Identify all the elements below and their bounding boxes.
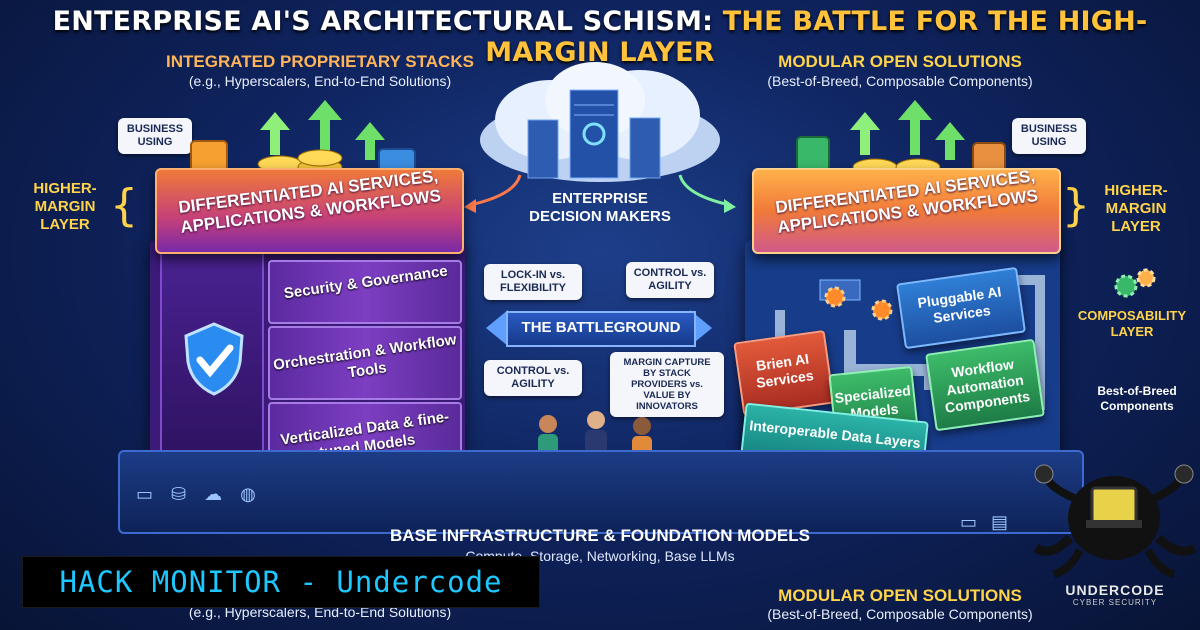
control-agility-top-bubble: CONTROL vs. AGILITY [626,262,714,298]
decision-arrows [464,174,736,213]
screen-icon: ▭ [960,512,978,532]
battleground-banner: THE BATTLEGROUND [506,311,696,347]
left-business-bubble: BUSINESS USING [118,118,192,154]
margin-capture-bubble: MARGIN CAPTURE BY STACK PROVIDERS vs. VA… [610,352,724,417]
base-icons-right: ▭ ▤ [960,512,1040,533]
cloud-server-icon [480,62,720,182]
title-part-1: ENTERPRISE AI'S ARCHITECTURAL SCHISM: [52,6,714,37]
right-character-icon [796,136,830,172]
workflow-automation-box: Workflow Automation Components [925,338,1045,432]
bottom-left-subheading: (e.g., Hyperscalers, End-to-End Solution… [188,604,452,620]
right-subheading: (Best-of-Breed, Composable Components) [767,73,1033,89]
server-icon: ▤ [991,512,1009,532]
hack-monitor-banner: HACK MONITOR - Undercode [22,556,540,608]
left-top-layer: DIFFERENTIATED AI SERVICES, APPLICATIONS… [155,166,464,254]
hack-monitor-text: HACK MONITOR - Undercode [59,565,503,599]
base-platform [118,450,1084,534]
control-agility-bottom-bubble: CONTROL vs. AGILITY [484,360,582,396]
left-margin-label: HIGHER-MARGIN LAYER [33,180,97,233]
title-part-2: THE BATTLE FOR THE HIGH-MARGIN LAYER [485,6,1148,68]
right-margin-label: HIGHER-MARGIN LAYER [1104,182,1168,235]
undercode-logo-tagline: CYBER SECURITY [1072,598,1158,607]
globe-icon: ◍ [240,484,256,504]
right-top-layer: DIFFERENTIATED AI SERVICES, APPLICATIONS… [752,166,1061,254]
shield-check-icon [184,322,244,396]
gear-icon [824,286,893,321]
undercode-octopus-logo [1033,464,1197,578]
left-brace-icon: { [110,180,138,231]
left-subheading: (e.g., Hyperscalers, End-to-End Solution… [188,73,452,89]
base-title: BASE INFRASTRUCTURE & FOUNDATION MODELS [390,526,810,545]
left-layer-security: Security & Governance [268,260,462,324]
page-title: ENTERPRISE AI'S ARCHITECTURAL SCHISM: TH… [0,6,1200,68]
workflow-label: Workflow Automation Components [943,355,1031,416]
left-heading: INTEGRATED PROPRIETARY STACKS [166,52,474,71]
cloud-icon: ☁ [204,484,223,504]
right-heading: MODULAR OPEN SOLUTIONS [778,52,1022,71]
right-business-bubble: BUSINESS USING [1012,118,1086,154]
undercode-logo-name: UNDERCODE [1065,582,1165,598]
base-icons-left: ▭ ⛁ ☁ ◍ [136,484,286,505]
right-brace-icon: } [1062,180,1090,231]
monitor-icon: ▭ [136,484,154,504]
decision-makers-label: ENTERPRISE DECISION MAKERS [529,190,671,225]
bottom-right-subheading: (Best-of-Breed, Composable Components) [767,606,1033,622]
bottom-right-heading: MODULAR OPEN SOLUTIONS [778,586,1022,605]
left-layer-orchestration: Orchestration & Workflow Tools [268,326,462,400]
composability-label: COMPOSABILITY LAYER [1077,308,1187,339]
left-layer-orchestration-label: Orchestration & Workflow Tools [272,331,458,382]
brien-label: Brien AI Services [755,350,815,391]
database-icon: ⛁ [171,484,187,504]
lockin-bubble: LOCK-IN vs. FLEXIBILITY [484,264,582,300]
composability-gear-icon [1114,268,1156,298]
best-of-breed-label: Best-of-Breed Components [1097,384,1177,413]
